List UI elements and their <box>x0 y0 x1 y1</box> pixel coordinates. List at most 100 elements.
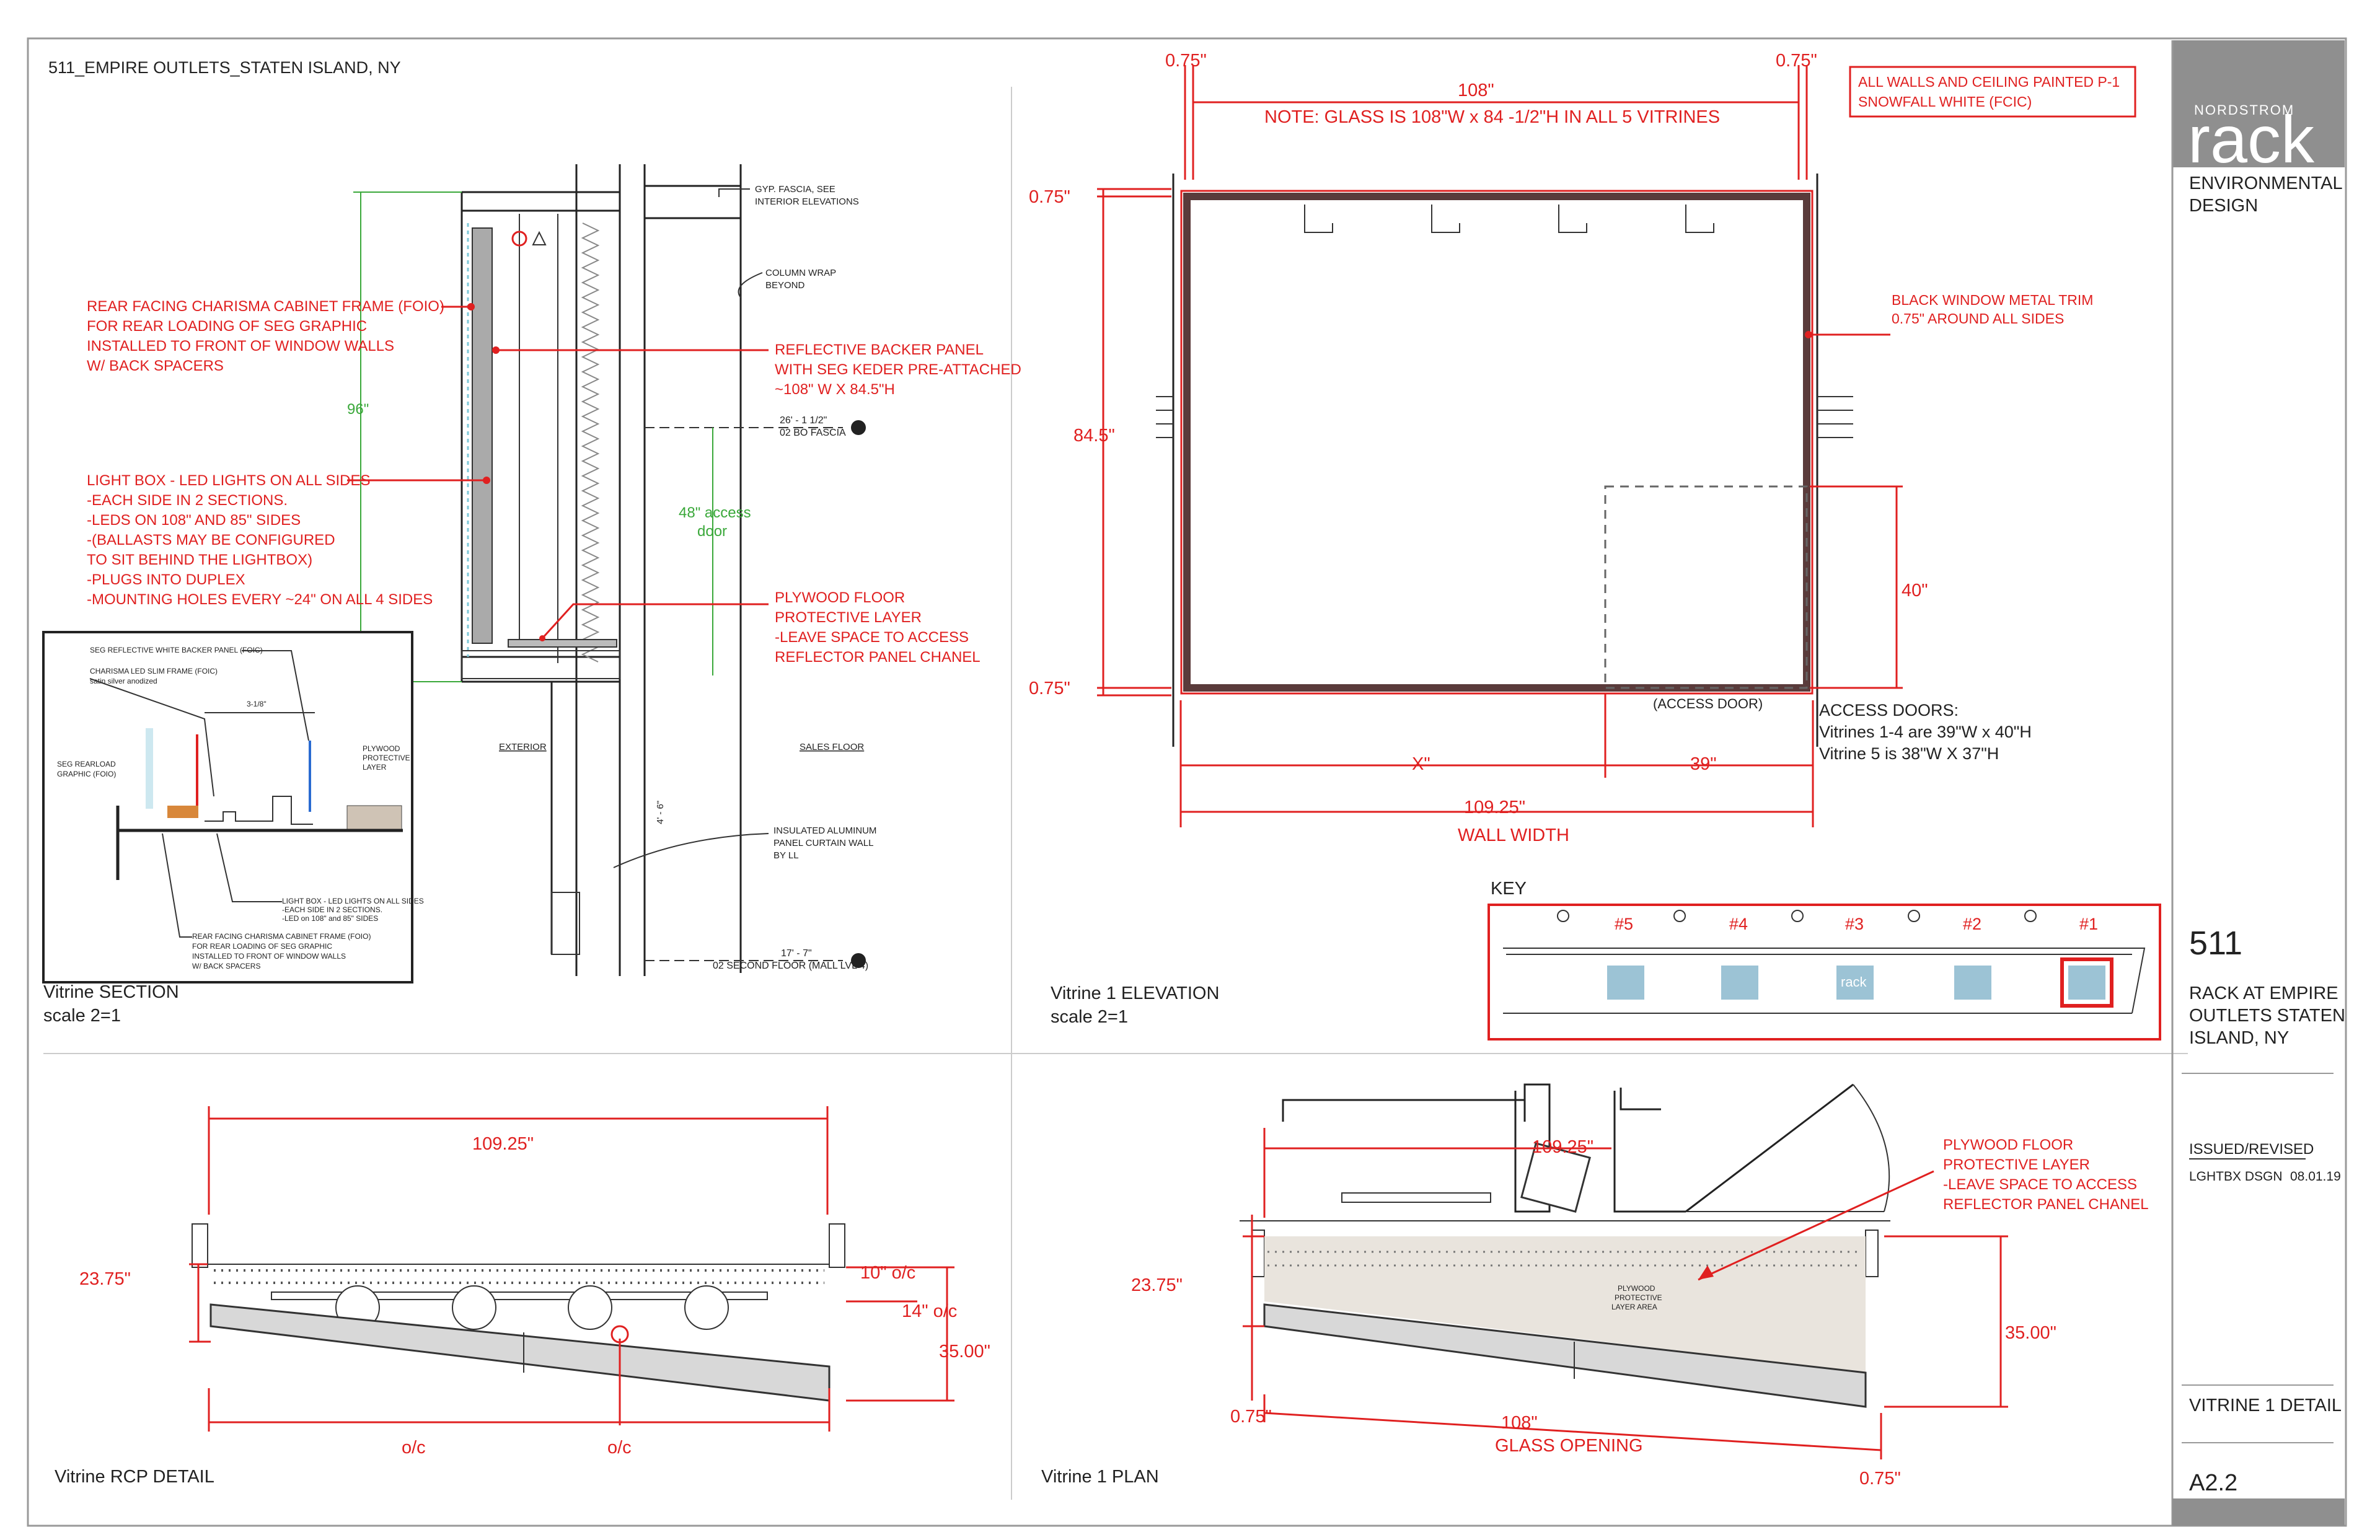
rcp-dim-35: 35.00" <box>939 1342 990 1362</box>
level-top-value: 26' - 1 1/2" <box>780 415 827 426</box>
note-plywood-4: REFLECTOR PANEL CHANEL <box>775 649 981 666</box>
plan-area-1: PLYWOOD <box>1618 1284 1655 1293</box>
note-lightbox-2: -EACH SIDE IN 2 SECTIONS. <box>87 492 288 509</box>
gyp-label-1: GYP. FASCIA, SEE <box>755 184 835 195</box>
note-lightbox-4: -(BALLASTS MAY BE CONFIGURED <box>87 532 335 548</box>
key-vitrine-2 <box>1954 966 1991 1000</box>
level-top-name: 02 BO FASCIA <box>780 428 846 438</box>
rcp-dim-2375: 23.75" <box>79 1269 131 1289</box>
note-cabinet-2: FOR REAR LOADING OF SEG GRAPHIC <box>87 318 367 335</box>
key-label-1: #1 <box>2079 915 2098 933</box>
access-door-outline <box>1604 485 1808 689</box>
detail-lightbox-3: -LED on 108" and 85" SIDES <box>282 914 378 923</box>
note-lightbox-7: -MOUNTING HOLES EVERY ~24" ON ALL 4 SIDE… <box>87 591 433 608</box>
detail-cabinet-4: W/ BACK SPACERS <box>192 962 260 970</box>
sheet-number: A2.2 <box>2189 1470 2237 1496</box>
gyp-label-2: INTERIOR ELEVATIONS <box>755 196 859 207</box>
title-bottom-bar <box>2172 1498 2345 1526</box>
key-label-4: #4 <box>1729 915 1748 933</box>
key-label-5: #5 <box>1615 915 1633 933</box>
plan-note-3: -LEAVE SPACE TO ACCESS <box>1943 1176 2137 1193</box>
plan-dim-35: 35.00" <box>2005 1323 2056 1343</box>
detail-dim: 3-1/8" <box>247 700 267 708</box>
detail-cabinet-3: INSTALLED TO FRONT OF WINDOW WALLS <box>192 952 346 961</box>
elev-dim-top-075: 0.75" <box>1029 187 1070 207</box>
key-rack-logo: rack <box>1841 974 1867 990</box>
plan-note-2: PROTECTIVE LAYER <box>1943 1156 2090 1173</box>
access-door-label: (ACCESS DOOR) <box>1653 696 1763 711</box>
elevation-scale: scale 2=1 <box>1051 1007 1128 1027</box>
column-label-2: BEYOND <box>765 280 805 291</box>
plan-note-1: PLYWOOD FLOOR <box>1943 1137 2073 1153</box>
elev-dim-10925: 109.25" <box>1464 798 1525 817</box>
sheet-name: VITRINE 1 DETAIL <box>2189 1396 2342 1415</box>
key-vitrine-5 <box>1607 966 1644 1000</box>
brand-rack-logo: rack <box>2188 102 2315 177</box>
key-vitrine-1-highlight <box>2060 957 2113 1008</box>
paint-note-1: ALL WALLS AND CEILING PAINTED P-1 <box>1858 74 2120 90</box>
store-number: 511 <box>2189 925 2242 962</box>
plan-dim-108: 108" <box>1501 1413 1538 1433</box>
title-block: NORDSTROM rack ENVIRONMENTAL DESIGN 511 … <box>2171 40 2345 1526</box>
issued-date: 08.01.19 <box>2290 1169 2341 1184</box>
rcp-oc-right: o/c <box>607 1438 632 1458</box>
detail-cabinet-1: REAR FACING CHARISMA CABINET FRAME (FOIO… <box>192 932 371 941</box>
note-plywood-2: PROTECTIVE LAYER <box>775 609 922 626</box>
key-vitrine-1 <box>2068 966 2105 1000</box>
plan-lightbox <box>1263 1303 1867 1408</box>
store-line1: RACK AT EMPIRE <box>2189 983 2338 1003</box>
dim-access-1: 48" access <box>679 504 751 521</box>
elev-glass-note: NOTE: GLASS IS 108"W x 84 -1/2"H IN ALL … <box>1264 107 1720 127</box>
level-marker-top <box>851 420 866 435</box>
vitrine-window-frame <box>1183 193 1810 692</box>
rcp-dim-14oc: 14" o/c <box>902 1301 957 1321</box>
note-plywood-1: PLYWOOD FLOOR <box>775 589 905 606</box>
key-plan: KEY #5 #4 #3 #2 #1 rack <box>1488 879 2161 1041</box>
level-marker-bottom <box>851 953 866 968</box>
section-scale: scale 2=1 <box>43 1006 121 1026</box>
access-doors-3: Vitrine 5 is 38"W X 37"H <box>1819 744 1999 763</box>
section-caption: Vitrine SECTION <box>43 982 179 1002</box>
plan-note-4: REFLECTOR PANEL CHANEL <box>1943 1196 2149 1213</box>
level-bot-name: 02 SECOND FLOOR (MALL LVL 4) <box>713 961 868 971</box>
paint-note-2: SNOWFALL WHITE (FCIC) <box>1858 94 2032 110</box>
detail-seg-rearload: SEG REARLOAD <box>57 760 116 768</box>
plan-dim-075-left: 0.75" <box>1230 1407 1272 1427</box>
note-lightbox-3: -LEDS ON 108" AND 85" SIDES <box>87 512 301 529</box>
paint-note-box <box>1849 66 2136 118</box>
plan-dim-075-right: 0.75" <box>1859 1469 1901 1489</box>
store-line2: OUTLETS STATEN <box>2189 1006 2345 1026</box>
dept-line2: DESIGN <box>2189 196 2258 216</box>
elev-dim-845: 84.5" <box>1073 426 1115 446</box>
plan-area-2: PROTECTIVE <box>1615 1293 1662 1302</box>
issued-label: ISSUED/REVISED <box>2189 1141 2314 1158</box>
key-label-2: #2 <box>1963 915 1981 933</box>
store-line3: ISLAND, NY <box>2189 1028 2289 1048</box>
note-backer-1: REFLECTIVE BACKER PANEL <box>775 341 984 358</box>
access-doors-2: Vitrines 1-4 are 39"W x 40"H <box>1819 723 2032 741</box>
elev-dim-right-075: 0.75" <box>1776 51 1817 71</box>
curtain-label-3: BY LL <box>774 850 799 861</box>
plan-dim-10925: 109.25" <box>1532 1137 1593 1157</box>
detail-plywood-2: PROTECTIVE <box>363 754 410 762</box>
detail-seg-rearload-2: GRAPHIC (FOIO) <box>57 770 116 778</box>
key-vitrine-3 <box>1836 966 1874 1000</box>
key-label-3: #3 <box>1845 915 1864 933</box>
note-lightbox-5: TO SIT BEHIND THE LIGHTBOX) <box>87 552 312 568</box>
plywood-layer <box>508 639 617 648</box>
note-backer-3: ~108" W X 84.5"H <box>775 381 895 398</box>
rcp-dim-10oc: 10" o/c <box>860 1263 915 1283</box>
key-vitrine-4 <box>1721 966 1758 1000</box>
sales-floor-label: SALES FLOOR <box>800 742 864 752</box>
note-cabinet-4: W/ BACK SPACERS <box>87 358 224 374</box>
note-lightbox-1: LIGHT BOX - LED LIGHTS ON ALL SIDES <box>87 472 370 489</box>
trim-note-2: 0.75" AROUND ALL SIDES <box>1892 310 2064 327</box>
exterior-label: EXTERIOR <box>499 742 547 752</box>
elevation-caption: Vitrine 1 ELEVATION <box>1051 983 1219 1003</box>
elev-dim-108: 108" <box>1458 81 1494 100</box>
detail-plywood-3: LAYER <box>363 763 387 772</box>
elev-dim-bot-075: 0.75" <box>1029 679 1070 698</box>
note-backer-2: WITH SEG KEDER PRE-ATTACHED <box>775 361 1021 378</box>
plan-caption: Vitrine 1 PLAN <box>1041 1467 1159 1487</box>
